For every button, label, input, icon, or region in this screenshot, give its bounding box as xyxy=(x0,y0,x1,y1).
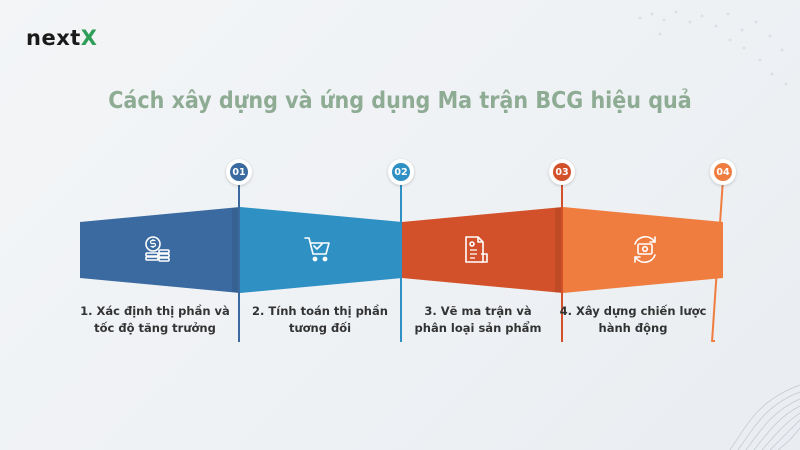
step-2-connector xyxy=(400,179,402,342)
step-4-label: 4. Xây dựng chiến lược hành động xyxy=(559,304,707,335)
step-3-label: 3. Vẽ ma trận và phân loại sản phẩm xyxy=(414,304,542,335)
step-1-connector xyxy=(238,179,240,342)
step-4-connector xyxy=(713,340,715,342)
money-cycle-icon xyxy=(634,235,656,264)
brand-logo-prefix: next xyxy=(26,26,81,50)
page-title: Cách xây dựng và ứng dụng Ma trận BCG hi… xyxy=(108,88,692,114)
coins-dollar-icon xyxy=(145,236,170,262)
step-3-connector xyxy=(561,179,563,342)
step-1-label: 1. Xác định thị phần và tốc độ tăng trưở… xyxy=(80,304,230,335)
step-4-number: 04 xyxy=(714,163,732,181)
step-2-badge: 02 xyxy=(388,159,414,185)
shopping-cart-icon xyxy=(304,237,330,262)
step-2-label: 2. Tính toán thị phần tương đối xyxy=(252,304,388,335)
step-2-segment xyxy=(240,207,402,293)
step-3-badge: 03 xyxy=(549,159,575,185)
brand-logo-suffix: X xyxy=(80,26,98,50)
brand-logo: nextX xyxy=(26,26,97,50)
step-2-number: 02 xyxy=(392,163,410,181)
step-1-number: 01 xyxy=(230,163,248,181)
step-4-badge: 04 xyxy=(710,159,736,185)
step-3-number: 03 xyxy=(553,163,571,181)
document-chart-icon xyxy=(465,236,488,263)
step-1-badge: 01 xyxy=(226,159,252,185)
